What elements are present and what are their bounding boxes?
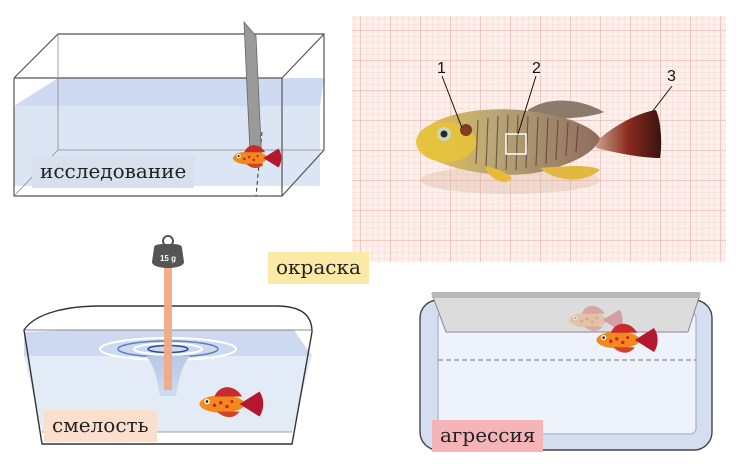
marker-1: 1 xyxy=(437,60,446,77)
fish-tail xyxy=(596,110,662,158)
label-exploration: исследование xyxy=(32,156,195,188)
label-boldness: смелость xyxy=(44,410,157,442)
label-coloration: окраска xyxy=(268,252,369,284)
marker-2: 2 xyxy=(532,60,541,77)
water-surface xyxy=(14,78,324,106)
aggression-tank xyxy=(419,292,713,451)
weight-icon: 15 g xyxy=(152,235,184,268)
mirror-panel xyxy=(431,293,701,333)
marker-3: 3 xyxy=(667,68,676,85)
annotation-box xyxy=(505,133,527,155)
fish-photo: 1 2 3 xyxy=(352,16,726,262)
label-aggression: агрессия xyxy=(432,420,544,452)
falling-rod xyxy=(164,258,172,390)
weight-label: 15 g xyxy=(160,254,176,263)
divider-panel xyxy=(243,20,263,168)
